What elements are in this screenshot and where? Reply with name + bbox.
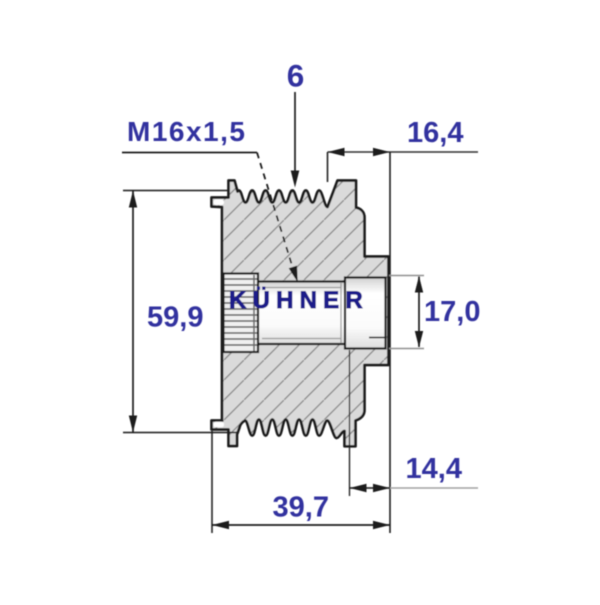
svg-text:16,4: 16,4 — [407, 117, 463, 149]
svg-text:6: 6 — [287, 58, 305, 94]
svg-text:14,4: 14,4 — [406, 453, 462, 485]
svg-text:59,9: 59,9 — [147, 302, 203, 334]
svg-text:39,7: 39,7 — [273, 492, 329, 524]
svg-text:KÜHNER: KÜHNER — [229, 287, 369, 314]
svg-text:17,0: 17,0 — [424, 296, 480, 328]
svg-text:M16x1,5: M16x1,5 — [127, 116, 246, 147]
